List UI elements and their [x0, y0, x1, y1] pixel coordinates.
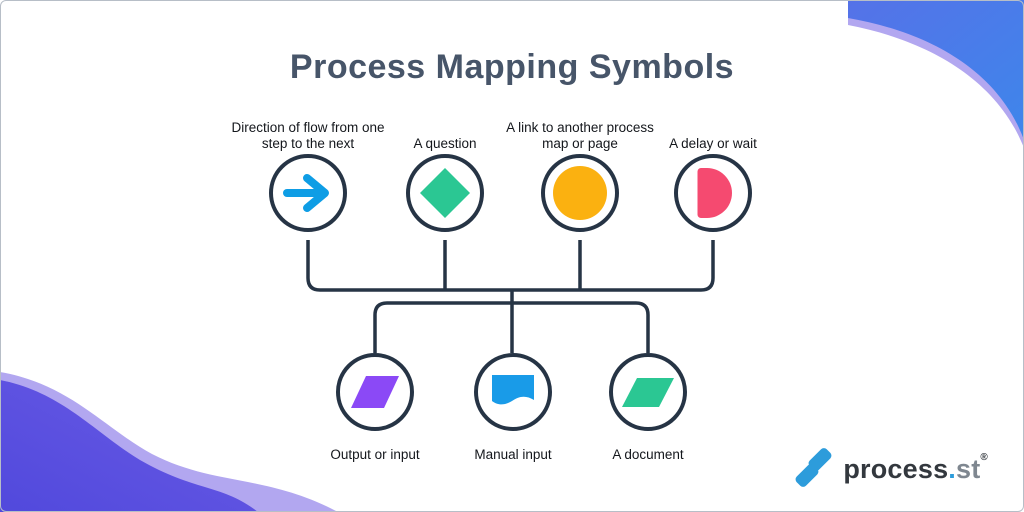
symbol-label: A link to another process map or page [506, 120, 654, 152]
process-st-logo-icon [795, 448, 832, 487]
logo-dot: . [948, 453, 956, 484]
symbol-label: A delay or wait [669, 136, 757, 152]
symbol-circle [541, 154, 619, 232]
connector-path [306, 240, 715, 353]
brand-logo: process.st® [794, 448, 988, 488]
symbol-circle [336, 353, 414, 431]
symbol-label: Manual input [474, 447, 552, 462]
document-icon [622, 378, 674, 407]
corner-wave-top-right [848, 0, 1024, 148]
symbol-circle [474, 353, 552, 431]
symbol-item-output-input: Output or input [290, 353, 460, 463]
symbol-item-flow-direction: Direction of flow from one step to the n… [223, 112, 393, 232]
logo-name: process [843, 453, 949, 484]
half-circle-icon [697, 168, 732, 218]
parallelogram-icon [351, 376, 399, 408]
symbol-label: Output or input [330, 447, 420, 462]
symbol-circle [674, 154, 752, 232]
symbol-item-link: A link to another process map or page [495, 112, 665, 232]
arrow-right-icon [283, 174, 329, 212]
symbol-label: A question [413, 136, 477, 152]
registered-mark: ® [980, 451, 988, 463]
page-title: Process Mapping Symbols [289, 48, 735, 86]
symbol-item-document: A document [563, 353, 733, 463]
symbol-label: Direction of flow from one step to the n… [231, 120, 385, 152]
symbol-circle [269, 154, 347, 232]
logo-text: process.st® [843, 452, 988, 485]
symbol-circle [609, 353, 687, 431]
logo-tld: st [956, 453, 981, 484]
manual-input-icon [492, 375, 534, 405]
symbol-item-question: A question [360, 112, 530, 232]
symbol-circle [406, 154, 484, 232]
symbol-item-manual-input: Manual input [428, 353, 598, 463]
corner-wave-bottom-left [0, 372, 338, 512]
symbol-item-delay: A delay or wait [628, 112, 798, 232]
circle-icon [553, 166, 607, 220]
diamond-icon [420, 168, 470, 218]
symbol-label: A document [612, 447, 684, 462]
